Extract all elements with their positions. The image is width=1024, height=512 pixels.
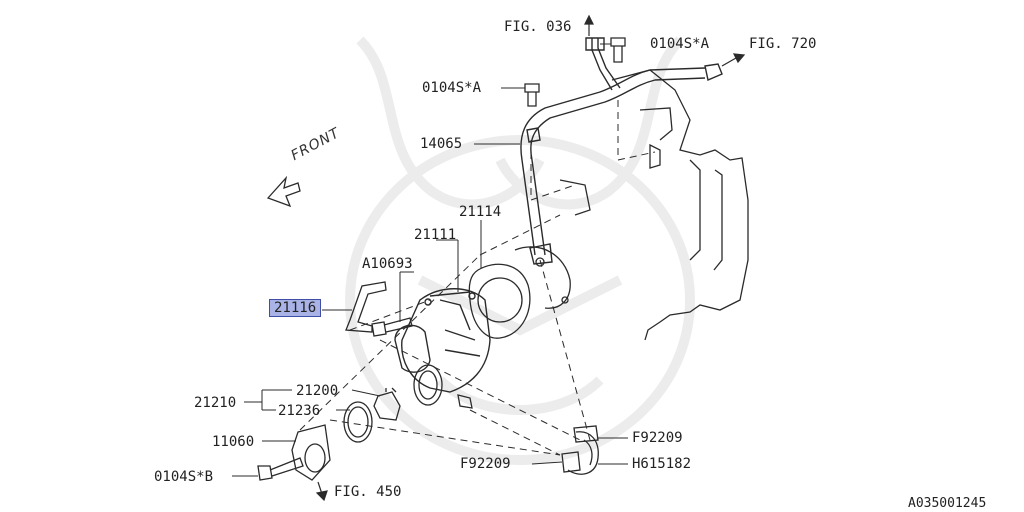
gasket-21114 [468,246,571,339]
bolt-0104s-b-label[interactable]: 0104S*B [154,469,214,485]
part-21114-label[interactable]: 21114 [459,204,502,220]
leader-lines [232,43,628,477]
fig-720-label[interactable]: FIG. 720 [749,36,817,52]
part-f92209-left-label[interactable]: F92209 [460,456,511,472]
pipe-14065 [520,37,723,265]
bracket-21116 [345,281,387,333]
part-11060-label[interactable]: 11060 [212,434,255,450]
front-arrow [266,175,301,208]
hose-clamps [561,425,599,475]
part-21210-label[interactable]: 21210 [194,395,237,411]
fig-arrows [315,14,746,502]
part-a10693-label[interactable]: A10693 [362,256,413,272]
fig-450-label[interactable]: FIG. 450 [334,484,402,500]
bolt-0104s-a-label[interactable]: 0104S*A [422,80,482,96]
part-21111-label[interactable]: 21111 [414,227,457,243]
bolt-0104s-a-top-label[interactable]: 0104S*A [650,36,710,52]
engine-block [559,69,749,341]
watermark-logo [345,36,695,465]
part-21116-label-highlighted[interactable]: 21116 [268,299,322,317]
part-h615182-label[interactable]: H615182 [632,456,692,472]
part-21236-label[interactable]: 21236 [278,403,321,419]
fig-036-label[interactable]: FIG. 036 [504,19,572,35]
diagram-id-label: A035001245 [908,496,987,511]
part-21200-label[interactable]: 21200 [296,383,339,399]
thermostat-parts [291,364,473,481]
part-14065-label[interactable]: 14065 [420,136,463,152]
part-f92209-right-label[interactable]: F92209 [632,430,683,446]
